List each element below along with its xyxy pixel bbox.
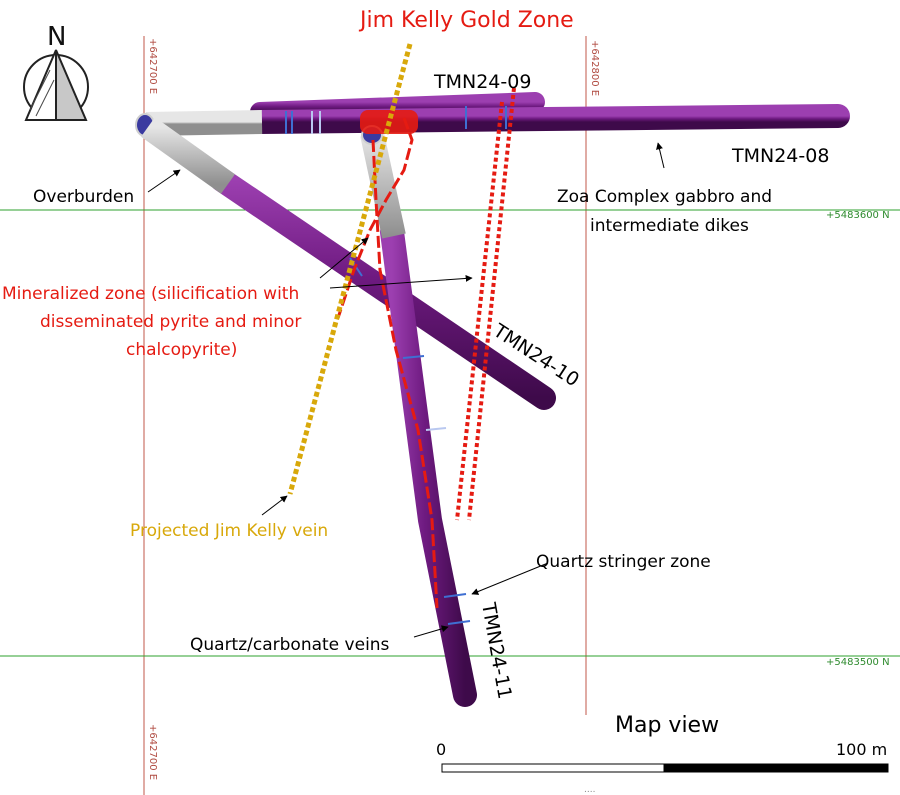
easting-label-left-bottom: +642700 E xyxy=(147,724,158,780)
label-projected-vein: Projected Jim Kelly vein xyxy=(130,521,328,541)
arrow-mineralized-2 xyxy=(329,274,473,289)
arrow-projected-vein xyxy=(261,495,288,516)
scale-start-label: 0 xyxy=(436,740,446,759)
vein-markers-tmn24-11 xyxy=(402,355,471,625)
arrow-quartz-carbonate xyxy=(413,625,449,638)
easting-label-left-top: +642700 E xyxy=(147,38,158,94)
easting-label-right-top: +642800 E xyxy=(589,40,600,96)
label-quartz-stringer: Quartz stringer zone xyxy=(536,552,711,572)
label-overburden: Overburden xyxy=(33,187,134,207)
northing-label-top: +5483600 N xyxy=(826,210,890,221)
label-tmn24-09: TMN24-09 xyxy=(433,71,531,93)
arrow-mineralized-1 xyxy=(319,237,369,279)
scale-end-label: 100 m xyxy=(836,740,887,759)
label-mineralized-line1: Mineralized zone (silicification with xyxy=(2,284,299,304)
label-zoa-line1: Zoa Complex gabbro and xyxy=(557,187,772,207)
coordinate-grid: +642700 E +642800 E +642700 E +5483600 N… xyxy=(0,36,900,795)
map-view-label: Map view xyxy=(615,713,719,738)
label-zoa-line2: intermediate dikes xyxy=(590,216,749,236)
arrow-overburden xyxy=(147,169,181,193)
label-mineralized-line3: chalcopyrite) xyxy=(126,340,237,360)
map-title: Jim Kelly Gold Zone xyxy=(358,8,574,33)
label-tmn24-11: TMN24-11 xyxy=(477,600,516,701)
projected-jim-kelly-vein xyxy=(287,43,413,495)
vein-markers-tmn24-08 xyxy=(285,106,507,134)
arrow-quartz-stringer xyxy=(471,562,549,595)
callout-arrows xyxy=(147,142,665,638)
scale-bar: 0 100 m xyxy=(436,740,889,773)
footer-mark: .... xyxy=(584,785,595,795)
drillhole-tmn24-08 xyxy=(135,104,850,137)
north-arrow-icon: N xyxy=(23,22,89,121)
drillhole-tmn24-11 xyxy=(360,125,477,707)
north-label: N xyxy=(47,22,66,52)
label-tmn24-08: TMN24-08 xyxy=(731,145,829,167)
label-mineralized-line2: disseminated pyrite and minor xyxy=(40,312,301,332)
arrow-zoa xyxy=(656,142,665,169)
mineralized-zone-outline xyxy=(336,87,516,609)
label-quartz-carbonate: Quartz/carbonate veins xyxy=(190,635,390,655)
northing-label-bottom: +5483500 N xyxy=(826,657,890,668)
